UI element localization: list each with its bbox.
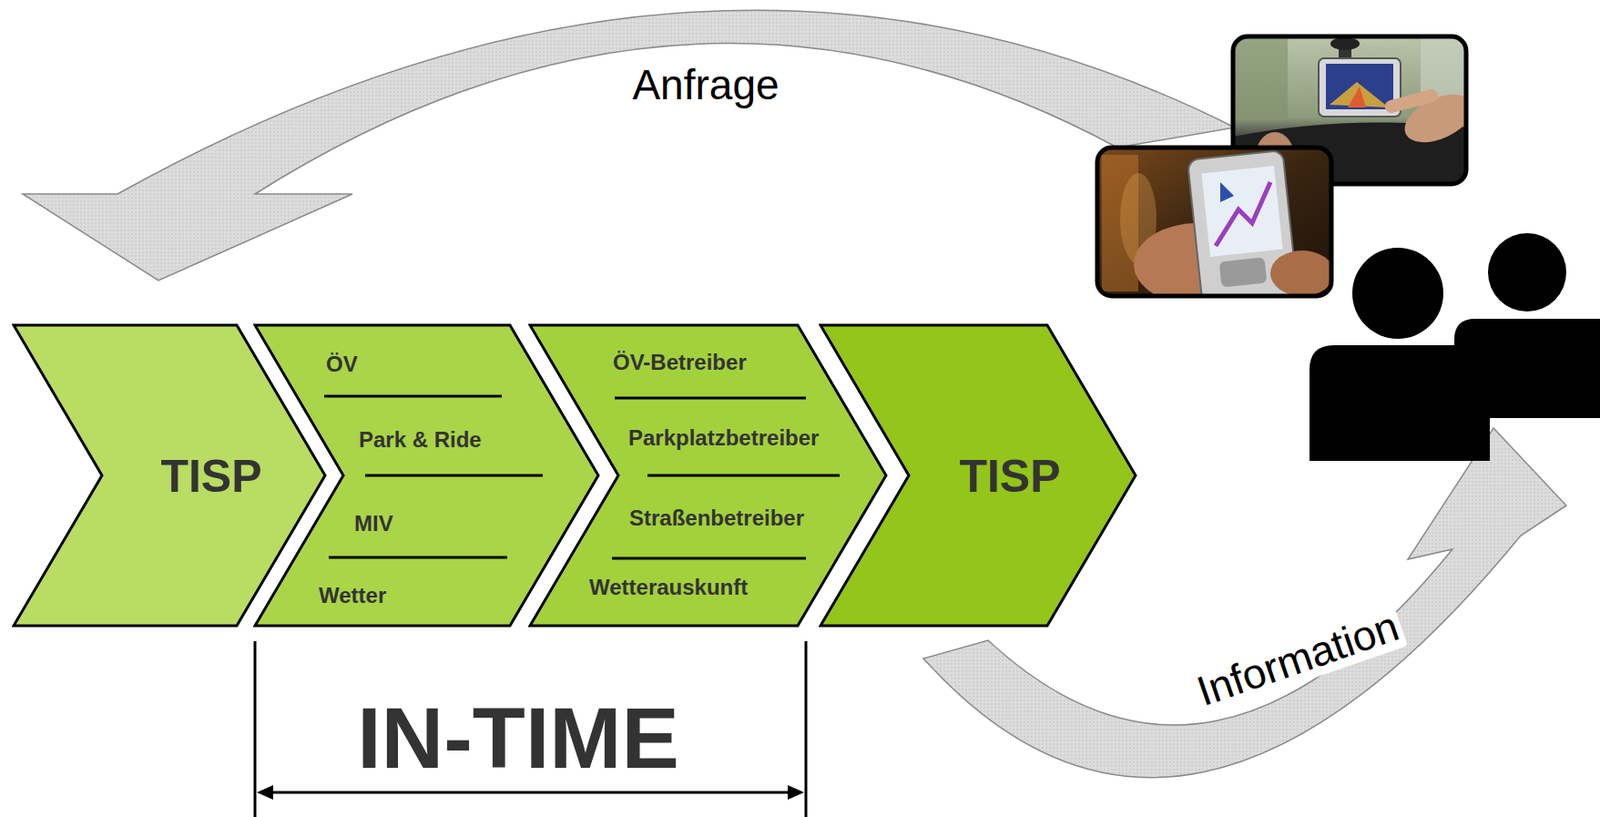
separator-line	[611, 557, 806, 561]
step-item: ÖV-Betreiber	[612, 349, 747, 376]
scope-bracket	[254, 641, 806, 817]
chevron-step: ÖV-BetreiberParkplatzbetreiberStraßenbet…	[528, 323, 888, 628]
step-item: Wetterauskunft	[589, 574, 748, 601]
bracket-arrowhead	[787, 784, 805, 800]
step-item: MIV	[354, 510, 394, 537]
step-item: Park & Ride	[358, 427, 482, 453]
step-item: Wetter	[318, 582, 387, 609]
separator-line	[324, 395, 502, 398]
chevron-step: TISP	[818, 323, 1138, 628]
flow-label: Anfrage	[631, 61, 779, 109]
step-title: TISP	[958, 450, 1060, 504]
chevron-step: ÖV Park & RideMIV Wetter	[253, 323, 601, 628]
step-item: ÖV	[326, 351, 358, 378]
step-item: Straßenbetreiber	[629, 505, 805, 531]
separator-line	[614, 397, 806, 400]
separator-line	[647, 474, 840, 478]
chevron-shape	[253, 323, 601, 628]
separator-line	[328, 556, 508, 560]
step-title: TISP	[160, 450, 262, 504]
separator-line	[365, 474, 543, 478]
users-icon	[1309, 233, 1600, 461]
step-item: Parkplatzbetreiber	[628, 425, 819, 451]
scope-label: IN-TIME	[356, 694, 680, 782]
request-arrow	[22, 10, 1235, 281]
phone-photo	[1097, 147, 1335, 306]
bracket-arrowhead	[256, 784, 274, 800]
